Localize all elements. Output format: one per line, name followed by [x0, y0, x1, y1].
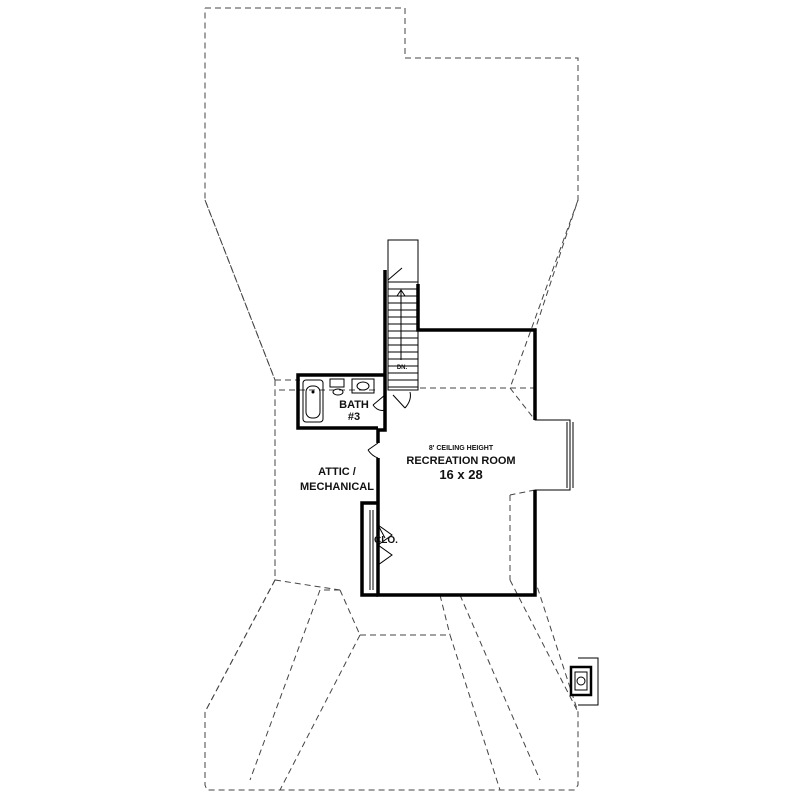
bath-fixtures — [302, 378, 375, 423]
ceiling-note: 8' CEILING HEIGHT — [429, 445, 494, 452]
room-labels: DN. BATH #3 8' CEILING HEIGHT RECREATION… — [300, 365, 516, 546]
doors — [367, 391, 411, 590]
walls — [296, 270, 537, 597]
bath-label: BATH — [339, 399, 369, 411]
closet-label: CLO. — [374, 535, 398, 546]
window-bay — [535, 419, 574, 491]
chimney — [569, 657, 599, 706]
bath-number: #3 — [348, 411, 360, 423]
roof-outline — [204, 7, 579, 791]
stair-label: DN. — [397, 365, 408, 371]
mechanical-label: MECHANICAL — [300, 481, 374, 493]
recreation-room-size: 16 x 28 — [439, 467, 482, 482]
attic-label: ATTIC / — [318, 466, 356, 478]
recreation-room-label: RECREATION ROOM — [406, 455, 515, 467]
